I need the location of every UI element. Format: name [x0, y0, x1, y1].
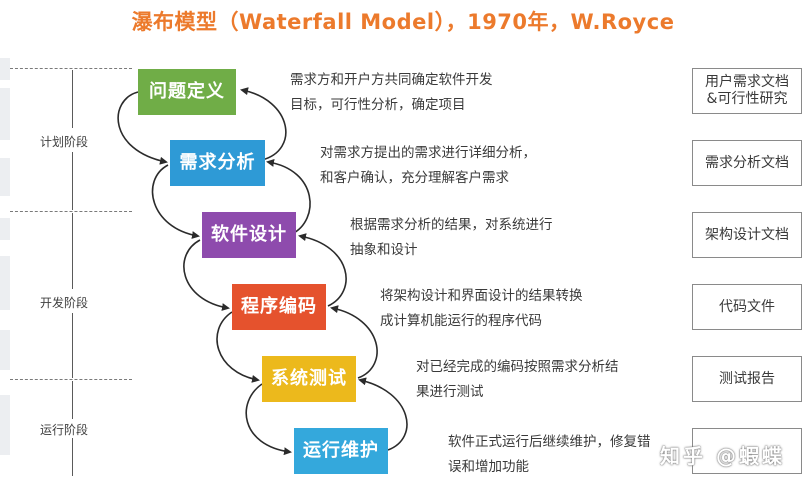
step-maintenance: 运行维护	[294, 428, 388, 474]
watermark: 知乎 @蝦蝶	[660, 444, 785, 468]
phase-span-line	[72, 438, 73, 476]
phase-separator	[10, 68, 132, 69]
arrow-up-2	[266, 159, 311, 235]
phase-label-plan: 计划阶段	[40, 135, 89, 149]
description-line: 抽象和设计	[350, 242, 418, 258]
arrow-down-2	[151, 164, 200, 239]
step-description: 对已经完成的编码按照需求分析结 果进行测试	[416, 355, 619, 405]
phase-span-line	[72, 313, 73, 378]
phase-span-line	[72, 381, 73, 419]
step-system-testing: 系统测试	[262, 356, 356, 402]
arrow-up-4	[330, 305, 378, 379]
arrow-up-3	[298, 233, 347, 307]
phase-span-line	[72, 152, 73, 210]
arrow-down-1	[117, 91, 168, 165]
step-software-design: 软件设计	[202, 212, 296, 258]
description-line: 软件正式运行后继续维护，修复错	[448, 434, 651, 450]
step-description: 将架构设计和界面设计的结果转换 成计算机能运行的程序代码	[380, 284, 583, 334]
left-strip	[0, 88, 10, 140]
arrow-up-5	[358, 377, 408, 451]
arrow-up-1	[240, 87, 287, 161]
step-description: 需求方和开户方共同确定软件开发 目标，可行性分析，确定项目	[290, 68, 493, 118]
description-line: 需求方和开户方共同确定软件开发	[290, 72, 493, 88]
description-line: 误和增加功能	[448, 459, 529, 475]
description-line: 将架构设计和界面设计的结果转换	[380, 288, 583, 304]
left-strip	[0, 395, 10, 455]
description-line: 成计算机能运行的程序代码	[380, 313, 542, 329]
doc-requirements-analysis: 需求分析文档	[692, 140, 802, 186]
step-description: 根据需求分析的结果，对系统进行 抽象和设计	[350, 213, 553, 263]
description-line: 和客户确认，充分理解客户需求	[320, 170, 509, 186]
description-line: 对已经完成的编码按照需求分析结	[416, 359, 619, 375]
phase-span-line	[72, 213, 73, 289]
description-line: 目标，可行性分析，确定项目	[290, 97, 466, 113]
phase-label-dev: 开发阶段	[40, 296, 89, 310]
left-strip	[0, 330, 10, 370]
step-description: 对需求方提出的需求进行详细分析， 和客户确认，充分理解客户需求	[320, 141, 536, 191]
doc-architecture-design: 架构设计文档	[692, 212, 802, 258]
step-description: 软件正式运行后继续维护，修复错 误和增加功能	[448, 430, 651, 480]
left-strip	[0, 218, 10, 240]
phase-separator	[10, 211, 132, 212]
doc-code-files: 代码文件	[692, 284, 802, 330]
left-strip	[0, 256, 10, 310]
step-coding: 程序编码	[232, 284, 326, 330]
description-line: 果进行测试	[416, 384, 484, 400]
step-requirements-analysis: 需求分析	[170, 140, 265, 186]
arrow-down-3	[183, 239, 230, 311]
arrow-down-4	[216, 311, 260, 383]
doc-maintenance	[692, 428, 802, 474]
diagram-title: 瀑布模型（Waterfall Model），1970年，W.Royce	[131, 10, 675, 34]
arrow-down-5	[245, 383, 292, 456]
doc-requirements-feasibility: 用户需求文档 &可行性研究	[692, 68, 802, 114]
step-problem-definition: 问题定义	[138, 69, 236, 115]
doc-test-report: 测试报告	[692, 356, 802, 402]
phase-span-line	[72, 70, 73, 128]
phase-separator	[10, 379, 132, 380]
left-strip	[0, 158, 10, 196]
description-line: 根据需求分析的结果，对系统进行	[350, 217, 553, 233]
description-line: 对需求方提出的需求进行详细分析，	[320, 145, 536, 161]
left-strip	[0, 58, 10, 80]
phase-label-run: 运行阶段	[40, 423, 89, 437]
